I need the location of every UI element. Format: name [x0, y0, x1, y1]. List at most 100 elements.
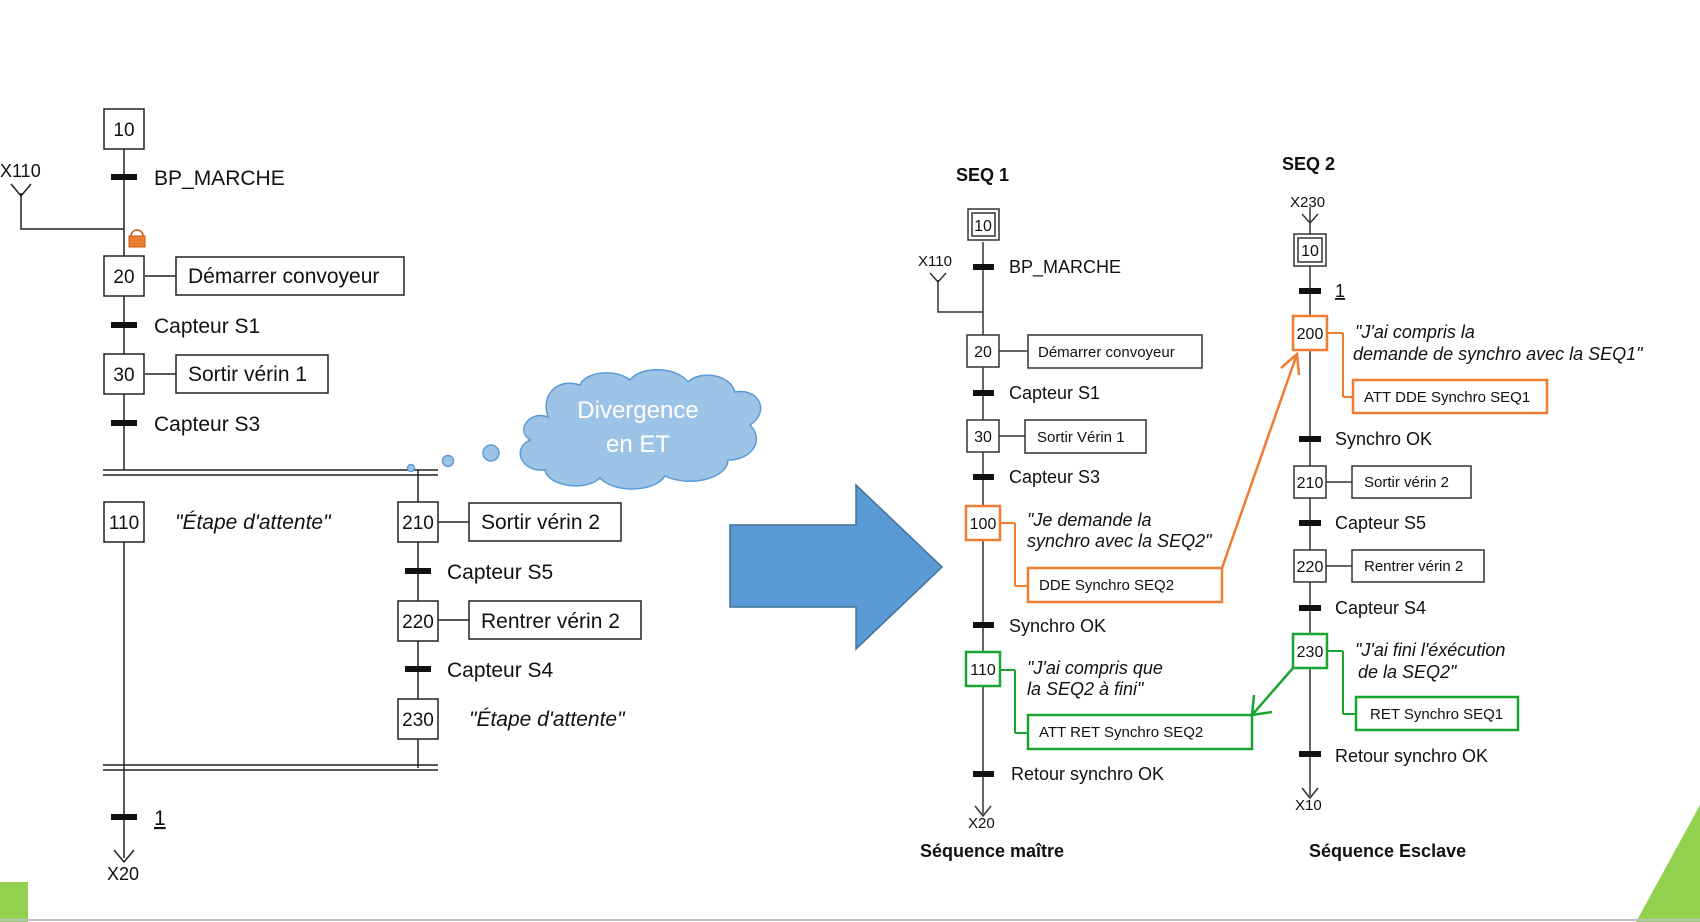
- left-transition-s3: [111, 420, 137, 426]
- left-step-110: [103, 501, 145, 543]
- left-step-30: [103, 353, 145, 395]
- seq2-comment-200-l2: demande de synchro avec la SEQ1": [1353, 344, 1644, 364]
- seq1-t-capteur-s1: Capteur S1: [1009, 383, 1100, 403]
- seq1-x110-link: [937, 280, 983, 313]
- left-action-20: [175, 256, 405, 296]
- seq1-action-20-text: Démarrer convoyeur: [1038, 344, 1175, 361]
- cloud-bubble-medium: [441, 454, 455, 468]
- seq2-t-1: 1: [1335, 281, 1345, 301]
- left-t-final: 1: [154, 807, 166, 830]
- left-t-capteur-s4: Capteur S4: [447, 659, 554, 682]
- cloud-bubble-large: [482, 444, 500, 462]
- left-step-20: [103, 255, 145, 297]
- accent-green-right: [1636, 805, 1700, 922]
- seq2-action-210-text: Sortir vérin 2: [1364, 474, 1449, 491]
- return-sync-arrowhead: [1250, 694, 1273, 717]
- return-sync-arrow: [1251, 667, 1294, 716]
- left-transitions: [111, 174, 431, 820]
- seq2-x10-label: X10: [1295, 797, 1322, 814]
- seq2-t-retour: Retour synchro OK: [1335, 746, 1488, 766]
- seq2-comment-200-l1: "J'ai compris la: [1355, 322, 1475, 342]
- seq2-t-capteur-s4: Capteur S4: [1335, 598, 1426, 618]
- seq1-x110-label: X110: [918, 253, 952, 270]
- request-sync-arrowhead: [1280, 351, 1301, 376]
- seq2-action-230: [1354, 695, 1520, 732]
- seq2-transition-s5: [1299, 520, 1321, 526]
- left-step-30-num: 30: [113, 365, 134, 386]
- left-action-30: [175, 354, 329, 394]
- seq1-step-30: [966, 419, 1000, 453]
- seq2-step-220: [1293, 549, 1327, 583]
- left-step-220-num: 220: [402, 612, 434, 633]
- left-comment-110: "Étape d'attente": [175, 511, 332, 534]
- left-t-capteur-s5: Capteur S5: [447, 561, 553, 584]
- left-action-20-text: Démarrer convoyeur: [188, 265, 379, 288]
- seq2-title: SEQ 2: [1282, 154, 1335, 174]
- left-step-230: [397, 698, 439, 740]
- left-texts: 10 X110 BP_MARCHE 20 Démarrer convoyeur …: [0, 120, 626, 884]
- cloud-line-1: Divergence: [577, 397, 698, 424]
- seq1-texts: SEQ 1 10 X110 BP_MARCHE 20 Démarrer conv…: [918, 165, 1213, 861]
- left-x110-label: X110: [0, 161, 41, 181]
- left-action-210: [468, 502, 622, 542]
- seq2-t-synchro-ok: Synchro OK: [1335, 429, 1432, 449]
- lock-icon: [128, 229, 146, 248]
- seq2-x230-label: X230: [1290, 194, 1325, 211]
- seq2-step-200: [1291, 314, 1329, 352]
- seq2-grafcet: [1301, 207, 1356, 800]
- left-step-220: [397, 600, 439, 642]
- seq2-step-10-inner: [1297, 237, 1323, 263]
- seq1-action-110-text: ATT RET Synchro SEQ2: [1039, 724, 1203, 741]
- seq1-step-100-num: 100: [970, 516, 997, 533]
- left-t-capteur-s1: Capteur S1: [154, 315, 260, 338]
- seq1-t-capteur-s3: Capteur S3: [1009, 467, 1100, 487]
- left-action-210-text: Sortir vérin 2: [481, 511, 600, 534]
- seq1-t-bp-marche: BP_MARCHE: [1009, 257, 1121, 278]
- seq1-action-20: [1027, 334, 1203, 369]
- left-action-30-text: Sortir vérin 1: [188, 363, 307, 386]
- seq1-step-110-num: 110: [970, 662, 996, 679]
- seq1-step-110: [964, 650, 1002, 688]
- cloud-line-2: en ET: [606, 431, 670, 458]
- left-x110-arrow: [10, 183, 32, 198]
- left-t-capteur-s3: Capteur S3: [154, 413, 260, 436]
- seq1-step-20-num: 20: [974, 344, 992, 361]
- seq1-comment-110-l1: "J'ai compris que: [1027, 658, 1163, 678]
- seq1-title: SEQ 1: [956, 165, 1009, 185]
- left-transition-s5: [405, 568, 431, 574]
- seq2-step-230: [1291, 632, 1329, 670]
- seq1-comment-100-l2: synchro avec la SEQ2": [1027, 531, 1213, 551]
- left-t-bp-marche: BP_MARCHE: [154, 167, 285, 190]
- seq2-steps: [1291, 233, 1549, 732]
- seq2-caption: Séquence Esclave: [1309, 841, 1466, 861]
- seq1-comment-100-l1: "Je demande la: [1027, 510, 1151, 530]
- seq2-t-capteur-s5: Capteur S5: [1335, 513, 1426, 533]
- left-transition-s1: [111, 322, 137, 328]
- seq2-transition-synchro-ok: [1299, 436, 1321, 442]
- left-action-220: [468, 600, 642, 640]
- seq2-action-210: [1351, 465, 1472, 499]
- seq2-step-10-num: 10: [1301, 243, 1319, 260]
- transform-arrow-icon: [729, 483, 944, 651]
- seq2-transition-s4: [1299, 605, 1321, 611]
- left-transition-bp-marche: [111, 174, 137, 180]
- seq1-transitions: [973, 264, 994, 777]
- sync-arrows: [1220, 351, 1301, 717]
- seq1-steps: [964, 208, 1254, 751]
- left-transition-s4: [405, 666, 431, 672]
- seq2-step-220-num: 220: [1297, 559, 1324, 576]
- seq1-transition-bp-marche: [973, 264, 994, 270]
- seq1-step-10-num: 10: [974, 218, 992, 235]
- seq2-action-220-text: Rentrer vérin 2: [1364, 558, 1463, 575]
- divergence-cloud: Divergence en ET: [406, 369, 762, 490]
- seq1-action-100-text: DDE Synchro SEQ2: [1039, 577, 1174, 594]
- left-step-110-num: 110: [109, 513, 139, 534]
- left-step-10: [103, 108, 145, 150]
- left-transition-final: [111, 814, 137, 820]
- left-step-230-num: 230: [402, 710, 434, 731]
- left-x20-label: X20: [107, 864, 139, 884]
- left-step-210: [397, 501, 439, 543]
- left-step-210-num: 210: [402, 513, 434, 534]
